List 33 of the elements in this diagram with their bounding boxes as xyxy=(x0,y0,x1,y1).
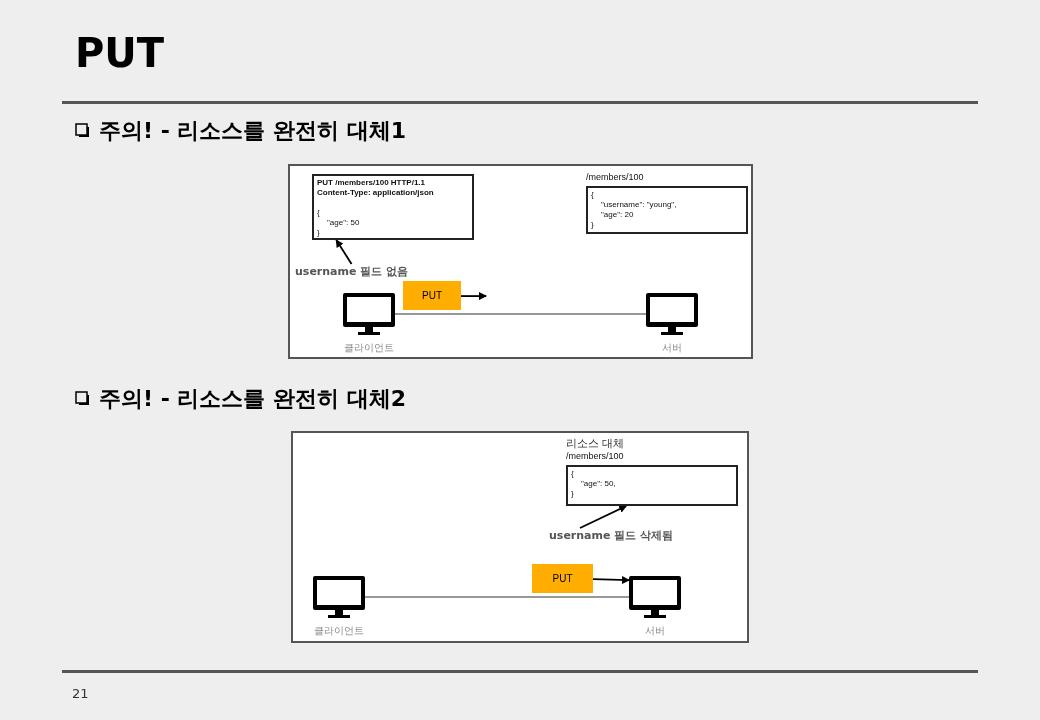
connection-line xyxy=(394,313,647,315)
code-line: PUT /members/100 HTTP/1.1 xyxy=(317,178,426,188)
caption-text: 리소스 대체 xyxy=(566,436,625,451)
method-tag: PUT xyxy=(403,281,461,310)
code-line: { xyxy=(591,190,594,200)
page-number: 21 xyxy=(72,686,89,701)
leader-arrow xyxy=(335,239,353,265)
code-line: { xyxy=(571,469,574,479)
code-line: Content-Type: application/json xyxy=(317,188,434,198)
device-label: 클라이언트 xyxy=(314,624,364,638)
resource-path: /members/100 xyxy=(586,172,644,182)
code-line: "age": 50, xyxy=(581,479,616,489)
code-line: { xyxy=(317,208,320,218)
section-heading: 주의! - 리소스를 완전히 대체2 xyxy=(99,385,407,413)
code-line: } xyxy=(317,228,320,238)
arrow xyxy=(592,576,630,584)
device-label: 서버 xyxy=(645,624,665,638)
method-tag: PUT xyxy=(532,564,593,593)
code-line: } xyxy=(591,220,594,230)
code-line: "age": 20 xyxy=(601,210,634,220)
resource-path: /members/100 xyxy=(566,451,624,461)
code-line: "username": "young", xyxy=(601,200,677,210)
device-label: 서버 xyxy=(662,341,682,355)
device-label: 클라이언트 xyxy=(344,341,394,355)
annotation-text: username 필드 삭제됨 xyxy=(549,528,674,543)
code-line: "age": 50 xyxy=(327,218,360,228)
section-heading: 주의! - 리소스를 완전히 대체1 xyxy=(99,117,407,145)
connection-line xyxy=(364,596,630,598)
page-title: PUT xyxy=(75,30,165,76)
leader-arrow xyxy=(579,505,628,529)
arrow xyxy=(460,292,487,301)
annotation-text: username 필드 없음 xyxy=(295,264,409,279)
code-line: } xyxy=(571,489,574,499)
